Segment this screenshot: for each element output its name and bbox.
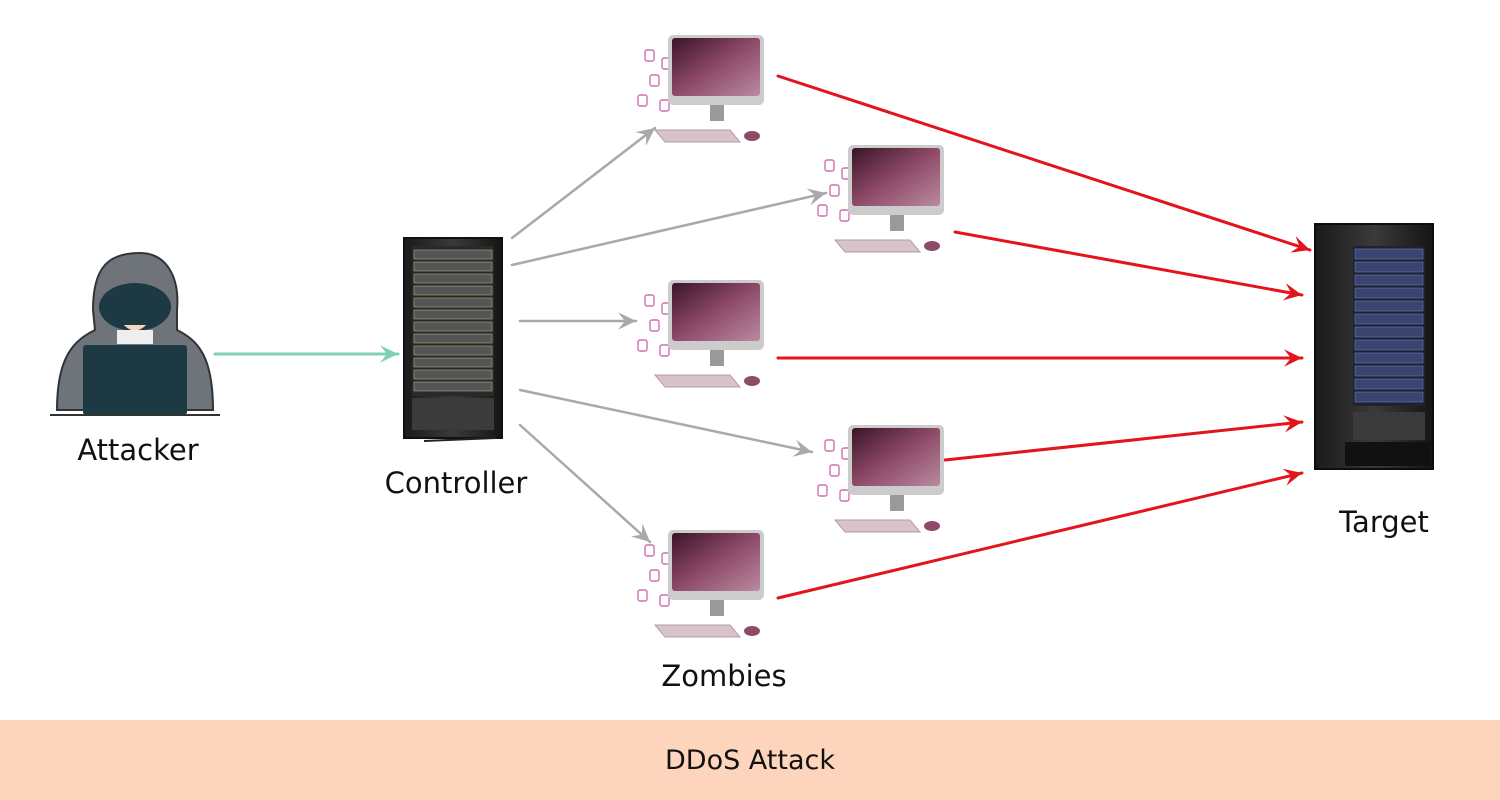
arrowhead (1290, 236, 1310, 253)
mouse (744, 626, 760, 636)
mouse (744, 131, 760, 141)
edge-zombie-3-target (776, 349, 1304, 367)
edge-attacker-controller (213, 345, 400, 363)
monitor-screen (672, 283, 760, 341)
keyboard (833, 519, 922, 533)
arrowhead (617, 312, 636, 330)
target-node (1314, 223, 1434, 470)
mouse (924, 241, 940, 251)
arrowhead (379, 345, 398, 363)
ddos-diagram (50, 35, 1434, 638)
edges-layer (213, 74, 1312, 600)
zombie-computer-1 (637, 35, 764, 143)
monitor-screen (672, 533, 760, 591)
target-server-slot (1354, 287, 1424, 299)
hooded-hacker-icon (50, 251, 220, 416)
keyboard (653, 374, 742, 388)
arrowhead (806, 188, 826, 206)
attacker-node (50, 251, 220, 416)
controller-server-slot (413, 345, 493, 356)
target-server-slot (1354, 378, 1424, 390)
edge-zombie-4-target (943, 415, 1304, 462)
arrowhead (630, 523, 650, 542)
controller-server-slot (413, 381, 493, 392)
target-server-slot (1354, 352, 1424, 364)
zombie-computer-3 (637, 280, 764, 388)
arrowhead (1283, 415, 1302, 433)
keyboard (833, 239, 922, 253)
monitor-stand (890, 215, 904, 231)
controller-server-slot (413, 357, 493, 368)
attacker-label: Attacker (77, 433, 199, 467)
controller-server-slot (413, 333, 493, 344)
keyboard (653, 129, 742, 143)
controller-server-slot (413, 273, 493, 284)
monitor-stand (710, 105, 724, 121)
controller-node (403, 237, 503, 442)
controller-server-slot (413, 321, 493, 332)
monitor-stand (890, 495, 904, 511)
zombie-computer-5 (637, 530, 764, 638)
monitor-screen (672, 38, 760, 96)
mouse (924, 521, 940, 531)
target-server-slot (1354, 261, 1424, 273)
keyboard (653, 624, 742, 638)
controller-label: Controller (384, 466, 528, 500)
controller-server-slot (413, 309, 493, 320)
diagram-title: DDoS Attack (664, 744, 835, 776)
target-server-slot (1354, 274, 1424, 286)
arrowhead (1282, 283, 1302, 301)
target-server-slot (1354, 339, 1424, 351)
target-server-slot (1354, 300, 1424, 312)
monitor-screen (852, 428, 940, 486)
target-server-slot (1354, 313, 1424, 325)
zombie-computer-4 (817, 425, 944, 533)
target-server-slot (1354, 391, 1424, 403)
arrowhead (792, 439, 812, 457)
controller-server-slot (413, 261, 493, 272)
edge-zombie-1-target (776, 74, 1312, 253)
edge-controller-zombie-4 (518, 388, 814, 457)
arrowhead (1283, 349, 1302, 367)
target-server-slot (1354, 326, 1424, 338)
footer-banner: DDoS Attack (0, 720, 1500, 800)
edge-controller-zombie-2 (510, 188, 828, 267)
monitor-stand (710, 600, 724, 616)
arrowhead (635, 128, 655, 146)
target-server-slot (1354, 365, 1424, 377)
edge-controller-zombie-5 (518, 423, 652, 544)
zombie-computer-2 (817, 145, 944, 253)
controller-server-slot (413, 285, 493, 296)
monitor-stand (710, 350, 724, 366)
controller-server-rack-icon (403, 237, 503, 442)
controller-server-slot (413, 369, 493, 380)
target-label: Target (1339, 505, 1429, 539)
edge-controller-zombie-1 (510, 126, 657, 240)
arrowhead (1282, 468, 1302, 486)
mouse (744, 376, 760, 386)
target-server-rack-icon (1314, 223, 1434, 470)
target-server-slot (1354, 248, 1424, 260)
edge-controller-zombie-3 (518, 312, 638, 330)
controller-server-slot (413, 297, 493, 308)
edge-zombie-2-target (953, 230, 1304, 301)
controller-server-slot (413, 249, 493, 260)
zombies-layer (637, 35, 944, 638)
edge-zombie-5-target (776, 468, 1304, 600)
zombies-label: Zombies (661, 659, 787, 693)
monitor-screen (852, 148, 940, 206)
